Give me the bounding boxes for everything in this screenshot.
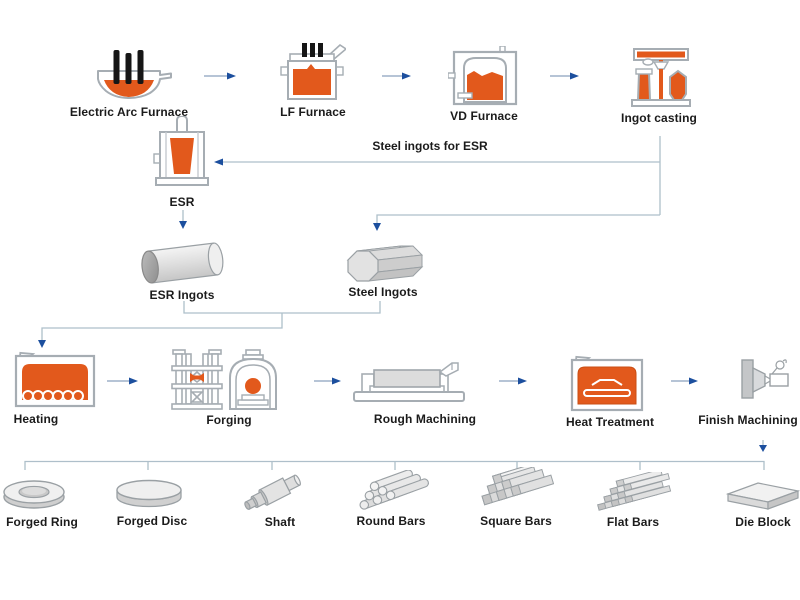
- heat-treatment-furnace-icon: [570, 355, 644, 412]
- lf-furnace-icon: [280, 43, 346, 100]
- product-square-bars-label: Square Bars: [480, 514, 552, 528]
- esr-furnace-icon: [153, 116, 209, 186]
- electric-arc-furnace-icon: [97, 50, 172, 99]
- node-lf-label: LF Furnace: [280, 105, 346, 119]
- forging-press-icon: [171, 349, 277, 410]
- ingot-casting-icon: [631, 48, 691, 107]
- shaft-icon: [244, 474, 301, 510]
- node-heating-label: Heating: [13, 412, 59, 426]
- node-esr-label: ESR: [169, 195, 195, 209]
- product-forged-ring-label: Forged Ring: [6, 515, 78, 529]
- connector-to-steel-ingots: [376, 214, 660, 223]
- forged-ring-icon: [3, 480, 65, 509]
- finish-machining-icon: [741, 359, 789, 399]
- node-forging-label: Forging: [206, 413, 252, 427]
- node-vd-label: VD Furnace: [450, 109, 518, 123]
- forged-disc-icon: [116, 479, 182, 508]
- connector-products-rail: [24, 460, 765, 470]
- steel-ingots-for-esr-label: Steel ingots for ESR: [372, 139, 488, 153]
- esr-ingot-icon: [141, 242, 224, 284]
- product-flat-bars-label: Flat Bars: [606, 515, 660, 529]
- node-eaf-label: Electric Arc Furnace: [69, 105, 189, 119]
- heating-furnace-icon: [14, 351, 96, 408]
- product-round-bars-label: Round Bars: [356, 514, 426, 528]
- node-finish-machining-label: Finish Machining: [698, 413, 798, 427]
- flat-bars-icon: [597, 472, 672, 511]
- node-esr-ingots-label: ESR Ingots: [149, 288, 215, 302]
- square-bars-icon: [481, 467, 554, 506]
- node-ingot-casting-label: Ingot casting: [621, 111, 697, 125]
- die-block-icon: [725, 482, 800, 510]
- arrow-heads: [38, 72, 767, 452]
- product-shaft-label: Shaft: [264, 515, 296, 529]
- node-steel-ingots-label: Steel Ingots: [348, 285, 418, 299]
- product-die-block-label: Die Block: [735, 515, 791, 529]
- lathe-icon: [353, 362, 465, 402]
- round-bars-icon: [359, 470, 429, 510]
- connector-ingots-bracket: [41, 301, 381, 340]
- node-heat-treatment-label: Heat Treatment: [565, 415, 655, 429]
- node-rough-machining-label: Rough Machining: [373, 412, 477, 426]
- vd-furnace-icon: [448, 46, 518, 106]
- steel-ingot-icon: [346, 245, 424, 282]
- product-forged-disc-label: Forged Disc: [116, 514, 188, 528]
